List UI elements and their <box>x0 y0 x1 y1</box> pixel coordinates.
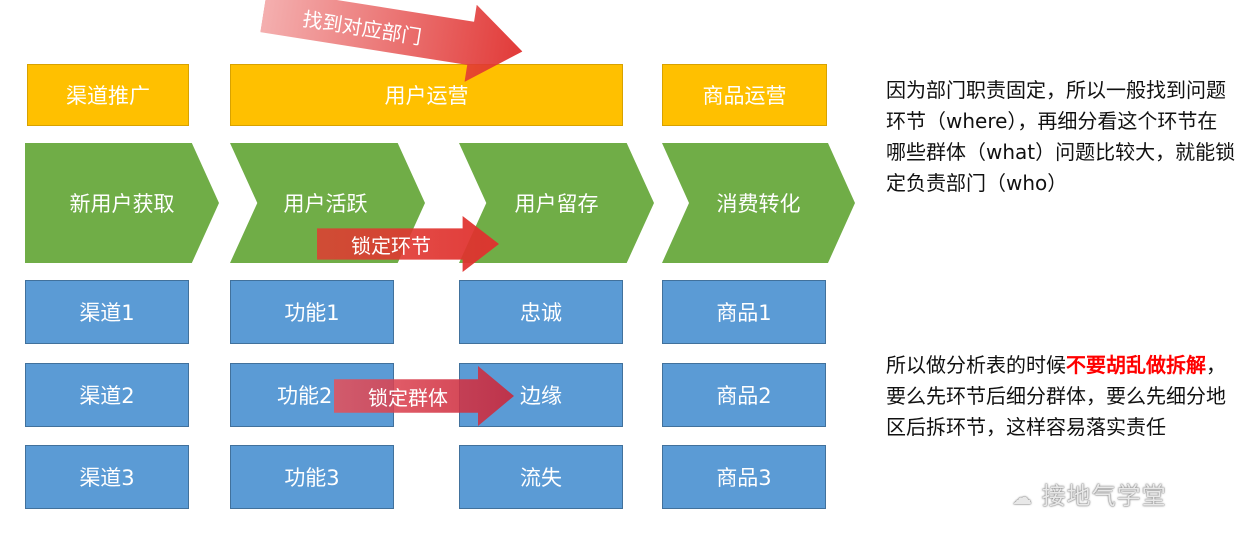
dept-user-operations: 用户运营 <box>230 64 623 126</box>
channel-2-box: 渠道2 <box>25 363 189 427</box>
dept-product-operations-label: 商品运营 <box>702 84 787 108</box>
function-1-label: 功能1 <box>284 301 340 325</box>
dept-product-operations: 商品运营 <box>662 64 827 126</box>
explanation-paragraph-1-text: 因为部门职责固定，所以一般找到问题环节（where），再细分看这个环节在哪些群体… <box>886 78 1236 195</box>
stage-consumption-conversion: 消费转化 <box>662 143 855 263</box>
explanation-paragraph-2: 所以做分析表的时候不要胡乱做拆解，要么先环节后细分群体，要么先细分地区后拆环节，… <box>886 350 1236 443</box>
dept-user-operations-label: 用户运营 <box>384 84 469 108</box>
function-1-box: 功能1 <box>230 280 394 344</box>
explanation-paragraph-1: 因为部门职责固定，所以一般找到问题环节（where），再细分看这个环节在哪些群体… <box>886 75 1236 199</box>
find-department-arrow-label: 找到对应部门 <box>301 6 424 49</box>
retention-churn-box: 流失 <box>459 445 623 509</box>
dept-channel-promotion: 渠道推广 <box>27 64 189 126</box>
product-2-box: 商品2 <box>662 363 826 427</box>
explanation-paragraph-2-highlight: 不要胡乱做拆解 <box>1066 353 1206 377</box>
stage-consumption-conversion-label: 消费转化 <box>716 192 801 216</box>
function-3-box: 功能3 <box>230 445 394 509</box>
function-2-label: 功能2 <box>277 384 333 408</box>
watermark: ☁ 接地气学堂 <box>1012 476 1167 511</box>
channel-1-box: 渠道1 <box>25 280 189 344</box>
product-3-label: 商品3 <box>716 466 772 490</box>
channel-3-label: 渠道3 <box>79 466 135 490</box>
channel-1-label: 渠道1 <box>79 301 135 325</box>
dept-channel-promotion-label: 渠道推广 <box>66 84 150 108</box>
function-3-label: 功能3 <box>284 466 340 490</box>
lock-stage-arrow-label: 锁定环节 <box>351 233 431 258</box>
stage-user-retention-label: 用户留存 <box>514 192 599 216</box>
product-1-label: 商品1 <box>716 301 772 325</box>
stage-new-user-acquisition: 新用户获取 <box>25 143 219 263</box>
wechat-icon: ☁ <box>1012 485 1033 509</box>
product-1-box: 商品1 <box>662 280 826 344</box>
retention-marginal-label: 边缘 <box>520 384 562 408</box>
lock-group-arrow-label: 锁定群体 <box>368 385 448 410</box>
product-2-label: 商品2 <box>716 384 772 408</box>
retention-loyal-label: 忠诚 <box>520 301 562 325</box>
stage-new-user-acquisition-label: 新用户获取 <box>69 192 175 216</box>
explanation-paragraph-2-post: ，要么先环节后细分群体，要么先细分地区后拆环节，这样容易落实责任 <box>886 353 1226 439</box>
watermark-text: 接地气学堂 <box>1041 482 1167 510</box>
stage-user-active-label: 用户活跃 <box>283 192 368 216</box>
product-3-box: 商品3 <box>662 445 826 509</box>
retention-loyal-box: 忠诚 <box>459 280 623 344</box>
explanation-paragraph-2-pre: 所以做分析表的时候 <box>886 353 1066 377</box>
channel-2-label: 渠道2 <box>79 384 135 408</box>
channel-3-box: 渠道3 <box>25 445 189 509</box>
retention-churn-label: 流失 <box>520 466 562 490</box>
